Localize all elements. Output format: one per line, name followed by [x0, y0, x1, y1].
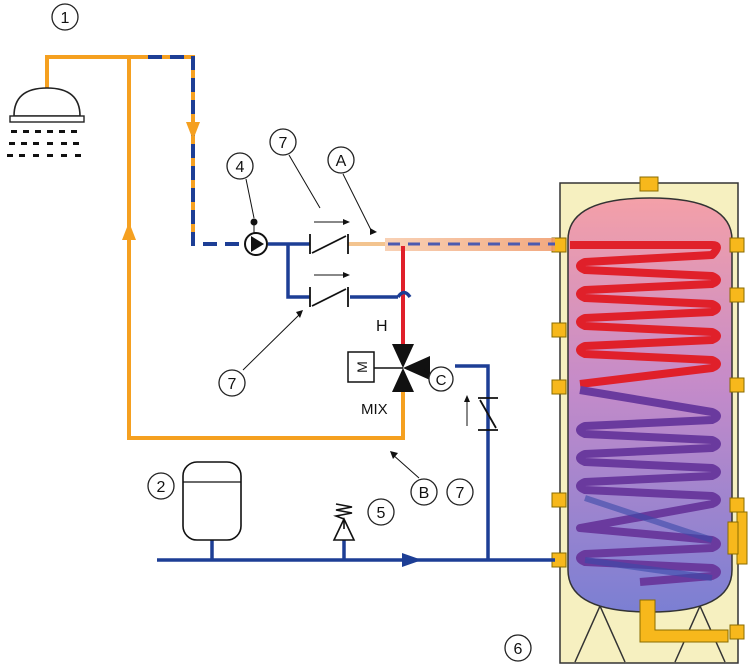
expansion-vessel [182, 461, 242, 541]
callout-7-top: 7 [269, 128, 297, 156]
circulation-pump [244, 218, 268, 256]
svg-text:6: 6 [514, 641, 523, 658]
mixing-valve [374, 344, 430, 392]
check-valve-lower [309, 272, 350, 307]
motor-label: M [354, 361, 370, 373]
callout-4: 4 [226, 152, 254, 180]
callout-c: C [428, 366, 454, 392]
svg-text:7: 7 [279, 135, 288, 152]
svg-text:C: C [436, 372, 447, 389]
svg-text:7: 7 [456, 485, 465, 502]
flow-arrow-up [122, 222, 136, 240]
callout-b: B [410, 478, 438, 506]
svg-text:5: 5 [377, 505, 386, 522]
lower-heating-coil [576, 386, 721, 586]
leader-lines [242, 154, 434, 479]
check-valve-right [464, 395, 498, 431]
cold-flow-arrow [402, 553, 422, 567]
callout-a: A [327, 146, 355, 174]
flow-arrow-down [186, 122, 200, 140]
callout-7-lower: 7 [218, 369, 246, 397]
svg-text:2: 2 [157, 479, 166, 496]
callout-6: 6 [504, 634, 532, 662]
hot-outlet-pipe [348, 238, 555, 251]
cold-water-pipes [157, 242, 555, 562]
callout-2: 2 [147, 472, 175, 500]
circulation-pipes [45, 55, 405, 440]
valve-motor: M [347, 351, 375, 383]
mixer-mix-label: MIX [361, 401, 388, 418]
svg-text:1: 1 [61, 10, 70, 27]
upper-heating-coil [570, 241, 721, 388]
hot-water-tank [551, 176, 748, 664]
shower-head [7, 87, 85, 157]
callout-5: 5 [367, 498, 395, 526]
check-valve-top [309, 219, 350, 254]
svg-text:7: 7 [228, 376, 237, 393]
callout-1: 1 [51, 3, 79, 31]
svg-text:4: 4 [236, 159, 245, 176]
safety-valve [332, 503, 356, 541]
tank-connectors [551, 176, 748, 643]
svg-text:A: A [336, 153, 347, 170]
svg-text:B: B [419, 485, 430, 502]
callout-7-right: 7 [446, 478, 474, 506]
mixer-hot-label: H [376, 318, 388, 335]
